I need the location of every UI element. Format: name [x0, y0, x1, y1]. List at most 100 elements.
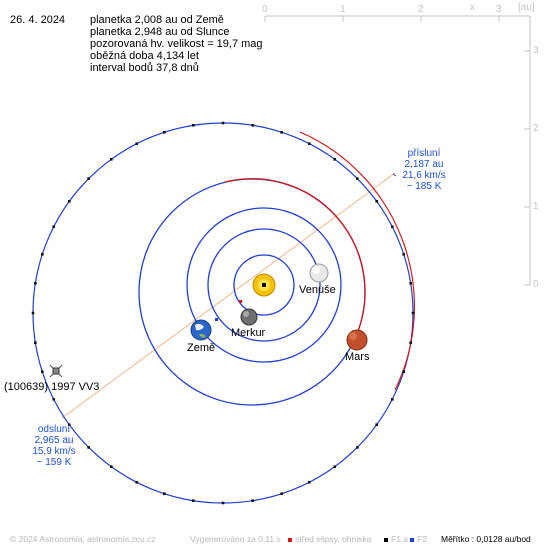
orbit-dot: [409, 341, 412, 344]
mercury-orbit: [233, 254, 295, 316]
x-tick-3: 3: [496, 4, 502, 15]
axis-frame: [264, 15, 531, 286]
orbit-dot: [356, 446, 359, 449]
aphelion-info: odsluní 2,965 au 15,9 km/s ~ 159 K: [28, 424, 80, 468]
asteroid-marker: [49, 364, 63, 378]
info-line-5: interval bodů 37,8 dnů: [90, 62, 199, 74]
orbit-dot: [34, 282, 37, 285]
orbit-dot: [87, 177, 90, 180]
apsis-line: [61, 172, 396, 419]
orbit-dot: [251, 499, 254, 502]
y-tick-1: 1: [533, 201, 539, 212]
orbit-dot: [34, 341, 37, 344]
info-line-2: planetka 2,948 au od Slunce: [90, 26, 230, 38]
perihelion-distance: 2,187 au: [404, 159, 444, 170]
info-line-1: planetka 2,008 au od Země: [90, 14, 224, 26]
orbit-dot: [391, 398, 394, 401]
venus-orbit: [207, 228, 321, 342]
orbit-dot: [68, 200, 71, 203]
x-tick-0: 0: [262, 4, 268, 15]
orbit-dot: [402, 370, 405, 373]
orbit-dot: [402, 253, 405, 256]
legend-f2-text: F2: [417, 534, 427, 544]
mars-orbit-north: [224, 178, 366, 349]
orbit-position-dots: [31, 121, 415, 505]
asteroid-label: (100639) 1997 VV3: [4, 381, 100, 393]
sun: [252, 273, 276, 297]
aphelion-speed: 15,9 km/s: [32, 446, 76, 457]
orbit-dot: [333, 465, 336, 468]
x-tick-2: 2: [418, 4, 424, 15]
aphelion-distance: 2,965 au: [34, 435, 74, 446]
perihelion-temp: ~ 185 K: [406, 181, 442, 192]
orbit-dot: [280, 131, 283, 134]
info-line-4: oběžná doba 4,134 let: [90, 50, 199, 62]
orbit-dot: [409, 282, 412, 285]
orbit-dot: [192, 124, 195, 127]
unit-label: [au]: [518, 2, 535, 13]
asteroid-orbit: [32, 122, 414, 504]
y-tick-2: 2: [533, 123, 539, 134]
y-tick-0: 0: [533, 279, 539, 290]
footer-generated: Vygenerováno za 0,11 s: [190, 534, 281, 544]
orbit-dot: [308, 142, 311, 145]
earth-orbit: [186, 207, 342, 363]
orbit-dot: [41, 370, 44, 373]
mercury-label: Merkur: [231, 327, 266, 339]
x-tick-1: 1: [340, 4, 346, 15]
orbit-dot: [110, 158, 113, 161]
orbit-dot: [52, 398, 55, 401]
legend-f1-text: F1 a: [391, 534, 409, 544]
orbit-dot: [280, 492, 283, 495]
orbit-dot: [375, 200, 378, 203]
x-axis-label: x: [470, 2, 475, 13]
perihelion-title: přísluní: [407, 148, 441, 159]
footer-scale: Měřítko : 0,0128 au/bod: [441, 534, 531, 544]
orbit-dot: [333, 158, 336, 161]
perihelion-speed: 21,6 km/s: [402, 170, 446, 181]
ellipse-center-marker: [239, 300, 242, 303]
legend-center-text: střed elipsy, ohniska: [295, 534, 372, 544]
footer-legend-f2: F2: [410, 534, 427, 544]
aphelion-title: odsluní: [37, 424, 71, 435]
orbit-dot: [163, 131, 166, 134]
orbit-dot: [192, 499, 195, 502]
focus-f2-marker: [215, 318, 218, 321]
orbit-dot: [356, 177, 359, 180]
orbit-dot: [87, 446, 90, 449]
orbit-dot: [135, 481, 138, 484]
date-label: 26. 4. 2024: [10, 14, 66, 26]
asteroid-orbit-north: [299, 131, 415, 391]
orbit-dot: [375, 423, 378, 426]
mars: [346, 329, 368, 351]
perihelion-pointer: [392, 173, 397, 177]
orbit-dot: [163, 492, 166, 495]
orbit-dot: [411, 311, 415, 315]
orbit-dot: [52, 225, 55, 228]
earth-label: Země: [187, 342, 216, 354]
mars-label: Mars: [345, 351, 370, 363]
orbit-dot: [135, 142, 138, 145]
footer-legend-center: střed elipsy, ohniska: [288, 534, 371, 544]
earth: [190, 319, 212, 341]
orbit-dot: [221, 501, 225, 505]
legend-red-square: [288, 537, 292, 542]
perihelion-info: přísluní 2,187 au 21,6 km/s ~ 185 K: [398, 148, 450, 192]
orbit-dot: [221, 121, 225, 125]
venus: [309, 263, 329, 283]
orbit-dot: [31, 311, 35, 315]
aphelion-temp: ~ 159 K: [36, 457, 72, 468]
y-tick-3: 3: [533, 45, 539, 56]
orbit-dot: [68, 423, 71, 426]
legend-black-square: [384, 537, 388, 542]
info-line-3: pozorovaná hv. velikost = 19,7 mag: [90, 38, 263, 50]
orbit-dot: [41, 253, 44, 256]
orbit-dot: [308, 481, 311, 484]
orbit-dot: [391, 225, 394, 228]
mercury: [240, 308, 258, 326]
orbit-dot: [251, 124, 254, 127]
orbit-dot: [110, 465, 113, 468]
footer-copyright: © 2024 Astronomia, astronomia.zcu.cz: [10, 534, 156, 544]
